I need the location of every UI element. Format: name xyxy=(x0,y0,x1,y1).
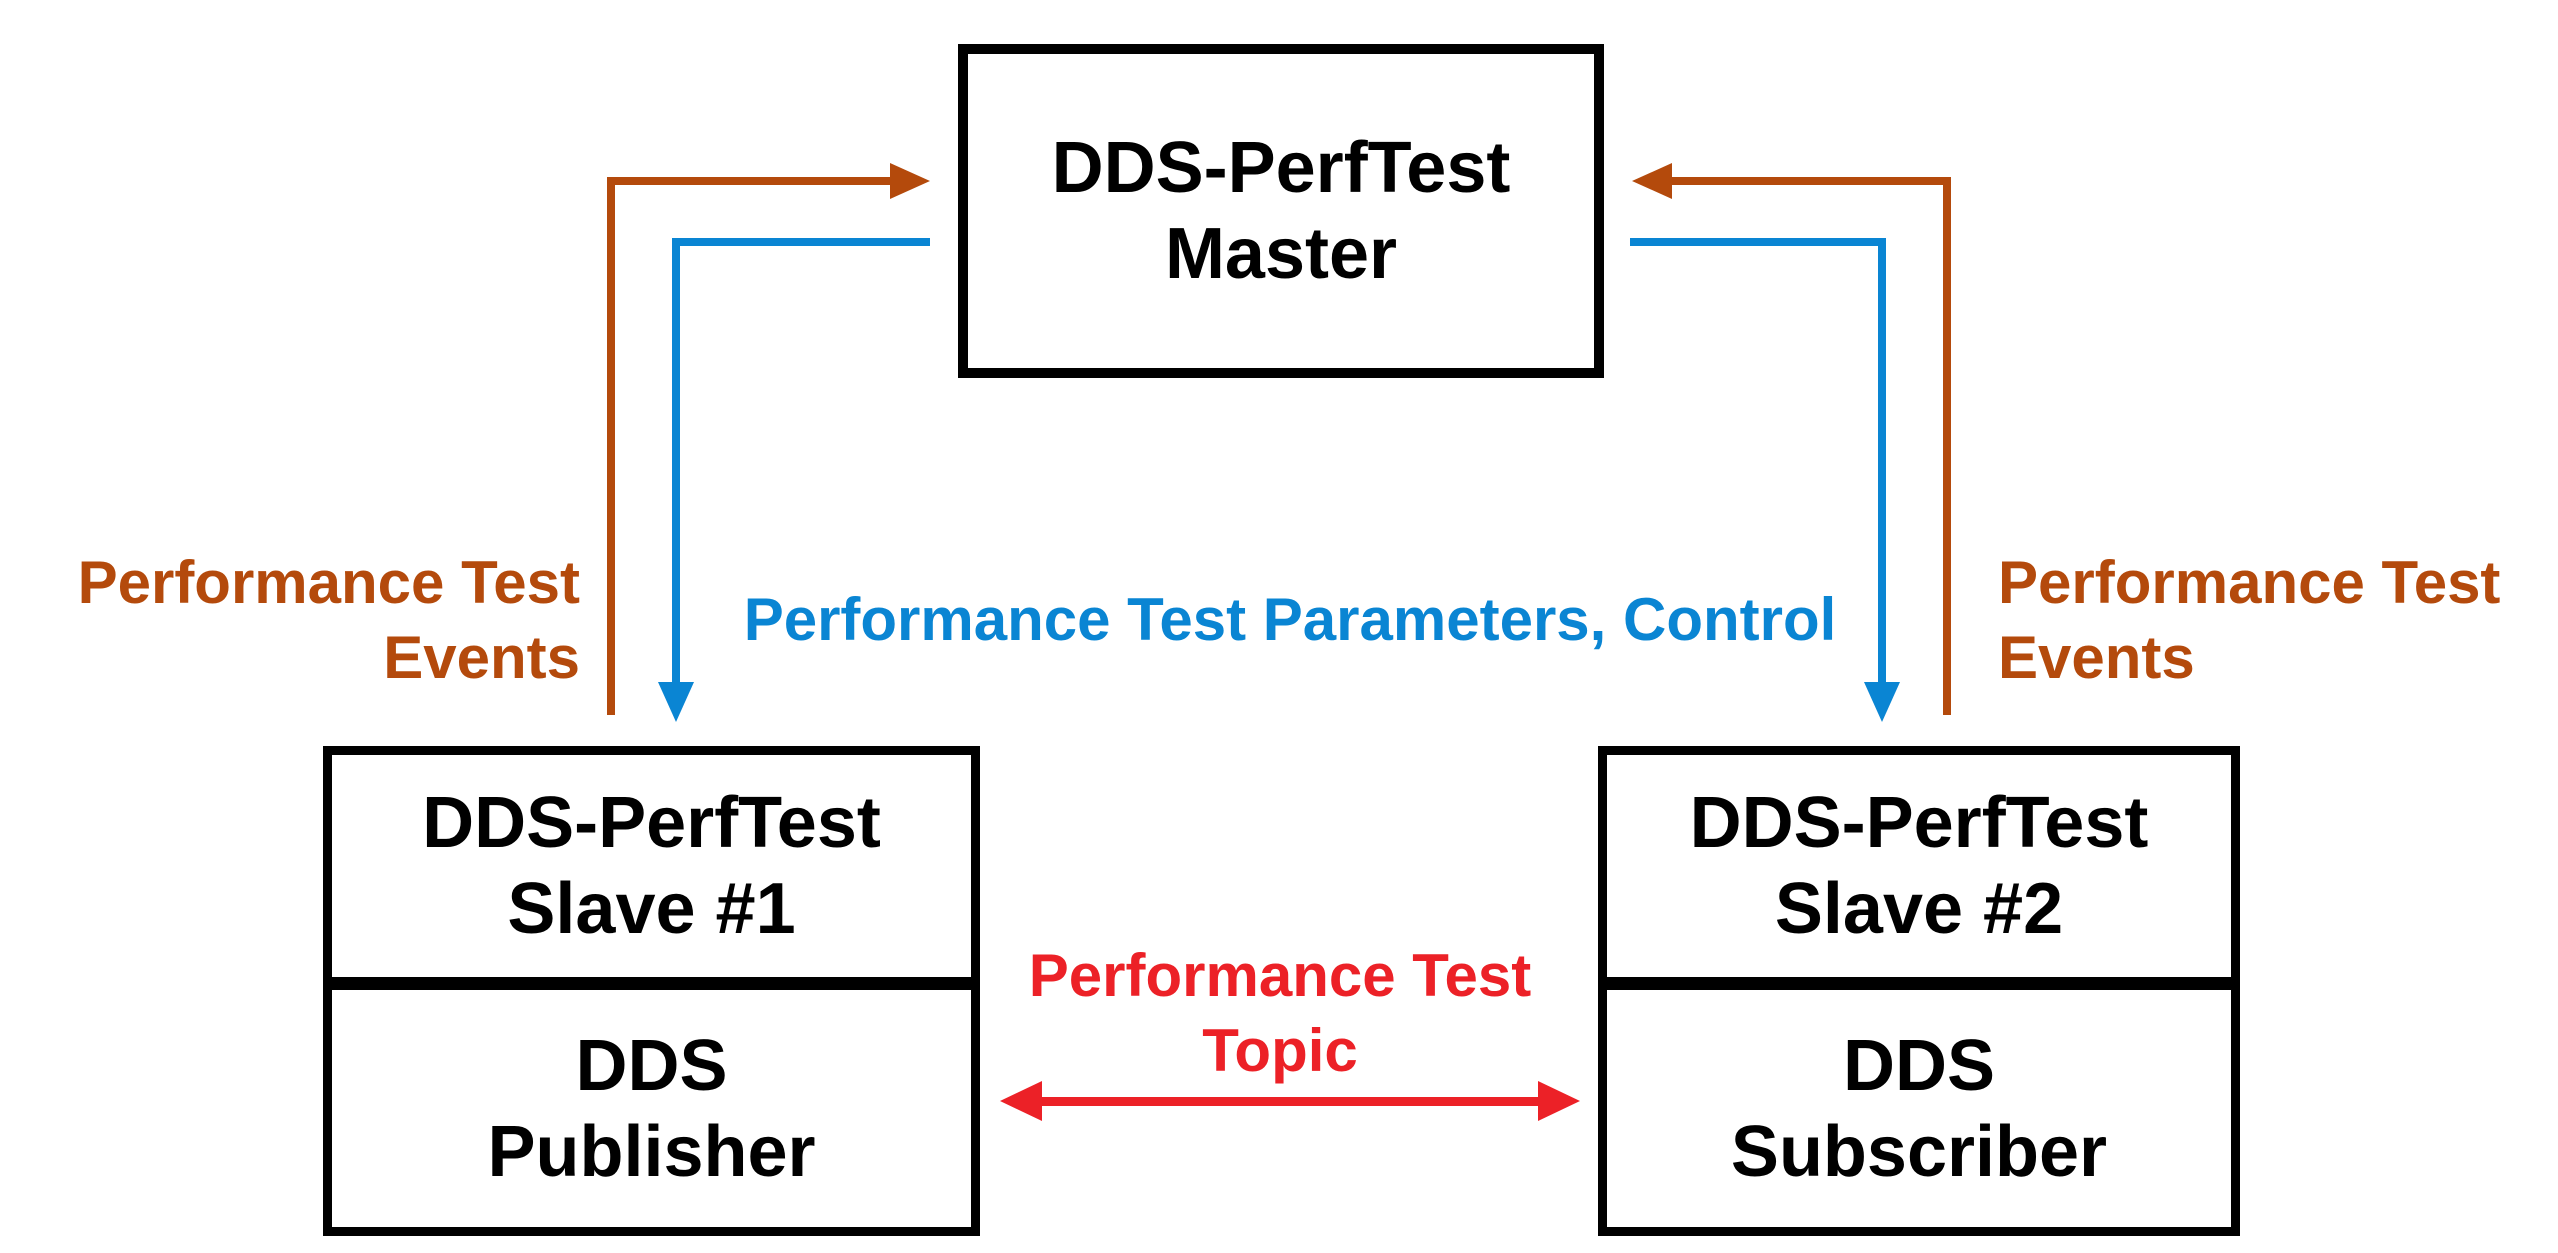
slave2-component-line1: DDS xyxy=(1842,1025,1995,1106)
topic-label-line1: Performance Test xyxy=(1028,942,1532,1009)
slave2-component-line2: Subscriber xyxy=(1730,1111,2108,1192)
control-right-arrow-horizontal xyxy=(1630,238,1886,246)
control-right-arrow-vertical xyxy=(1878,238,1886,682)
events-left-label-line1: Performance Test xyxy=(77,549,580,616)
events-left-label-line2: Events xyxy=(383,624,580,691)
topic-right-arrowhead-icon xyxy=(1538,1081,1580,1121)
slave1-title-section: DDS-PerfTest Slave #1 xyxy=(332,755,971,990)
topic-left-arrowhead-icon xyxy=(1000,1081,1042,1121)
topic-label-line2: Topic xyxy=(1202,1017,1358,1084)
control-left-arrow-horizontal xyxy=(672,238,930,246)
master-label-line2: Master xyxy=(1164,214,1398,294)
slave2-label-line1: DDS-PerfTest xyxy=(1689,783,2149,863)
slave1-node: DDS-PerfTest Slave #1 DDS Publisher xyxy=(323,746,980,1236)
master-node: DDS-PerfTest Master xyxy=(958,44,1604,378)
control-label: Performance Test Parameters, Control xyxy=(670,582,1910,657)
slave1-label-line1: DDS-PerfTest xyxy=(422,783,881,863)
slave2-role-section: DDS Subscriber xyxy=(1607,990,2231,1227)
master-label-line1: DDS-PerfTest xyxy=(1051,128,1511,208)
topic-arrow-shaft xyxy=(1038,1097,1542,1106)
control-label-text: Performance Test Parameters, Control xyxy=(743,586,1837,653)
events-right-label-line1: Performance Test xyxy=(1998,549,2501,616)
topic-label: Performance Test Topic xyxy=(990,938,1570,1088)
control-left-arrow-vertical xyxy=(672,238,680,682)
slave2-node: DDS-PerfTest Slave #2 DDS Subscriber xyxy=(1598,746,2240,1236)
events-left-arrow-vertical xyxy=(607,177,615,715)
events-right-arrow-vertical xyxy=(1943,177,1951,715)
slave2-label-line2: Slave #2 xyxy=(1774,869,2064,949)
slave1-component-line1: DDS xyxy=(575,1025,728,1106)
control-left-arrowhead-icon xyxy=(658,682,694,722)
slave1-role-section: DDS Publisher xyxy=(332,990,971,1227)
control-right-arrowhead-icon xyxy=(1864,682,1900,722)
events-right-label-line2: Events xyxy=(1998,624,2195,691)
slave1-component-line2: Publisher xyxy=(487,1111,816,1192)
events-left-arrowhead-icon xyxy=(890,163,930,199)
slave2-title-section: DDS-PerfTest Slave #2 xyxy=(1607,755,2231,990)
events-left-arrow-horizontal xyxy=(607,177,890,185)
slave1-label-line2: Slave #1 xyxy=(507,869,796,949)
events-left-label: Performance Test Events xyxy=(30,545,580,695)
events-right-arrow-horizontal xyxy=(1672,177,1951,185)
events-right-arrowhead-icon xyxy=(1632,163,1672,199)
events-right-label: Performance Test Events xyxy=(1998,545,2558,695)
